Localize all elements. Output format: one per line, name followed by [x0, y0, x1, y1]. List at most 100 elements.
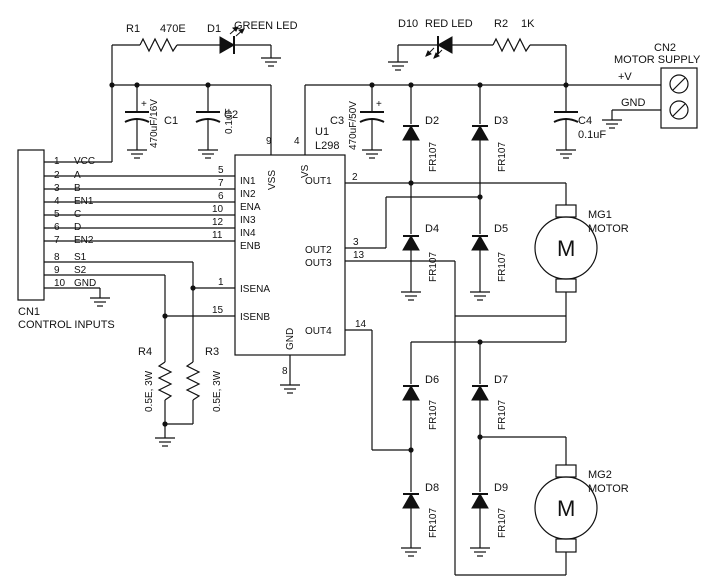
r1-value: 470E: [160, 23, 186, 35]
svg-text:2: 2: [352, 172, 358, 183]
d2-value: FR107: [428, 142, 439, 172]
r4-value: 0.5E, 3W: [144, 370, 155, 412]
mg1-ref: MG1: [588, 209, 612, 221]
c4-ref: C4: [578, 115, 592, 127]
svg-text:2: 2: [54, 170, 60, 181]
mg2-value: MOTOR: [588, 483, 629, 495]
u1-vs-label: VS: [300, 164, 311, 178]
c2-ref: C2: [224, 109, 238, 121]
d7-ref: D7: [494, 374, 508, 386]
u1-isena-label: ISENA: [240, 284, 270, 295]
u1-ena-label: ENA: [240, 202, 261, 213]
svg-text:+: +: [141, 99, 147, 110]
svg-text:M: M: [557, 496, 575, 521]
cn1-ref: CN1: [18, 306, 40, 318]
d6-value: FR107: [428, 400, 439, 430]
c4-value: 0.1uF: [578, 129, 606, 141]
svg-text:C: C: [74, 209, 81, 220]
svg-text:3: 3: [353, 237, 359, 248]
d5-ref: D5: [494, 223, 508, 235]
svg-text:EN2: EN2: [74, 235, 94, 246]
mg1-value: MOTOR: [588, 223, 629, 235]
d9-ref: D9: [494, 482, 508, 494]
svg-text:8: 8: [282, 366, 288, 377]
u1-ref: U1: [315, 126, 329, 138]
svg-text:1: 1: [218, 277, 224, 288]
u1-enb-label: ENB: [240, 241, 261, 252]
d2-ref: D2: [425, 115, 439, 127]
c1-value: 470uF/16V: [149, 99, 160, 148]
r1-ref: R1: [126, 23, 140, 35]
svg-text:14: 14: [355, 319, 367, 330]
svg-text:GND: GND: [74, 278, 96, 289]
c1-ref: C1: [164, 115, 178, 127]
u1-pin-vss: 9: [266, 136, 272, 147]
d1-ref: D1: [207, 23, 221, 35]
svg-text:3: 3: [54, 183, 60, 194]
u1-out3-label: OUT3: [305, 258, 332, 269]
svg-text:10: 10: [54, 278, 66, 289]
svg-text:5: 5: [54, 209, 60, 220]
c3-ref: C3: [330, 115, 344, 127]
svg-text:8: 8: [54, 252, 60, 263]
u1-in3-label: IN3: [240, 215, 256, 226]
svg-text:+: +: [376, 99, 382, 110]
svg-text:VCC: VCC: [74, 156, 95, 167]
svg-text:6: 6: [54, 222, 60, 233]
d10-ref: D10: [398, 18, 418, 30]
svg-text:S2: S2: [74, 265, 87, 276]
svg-text:10: 10: [212, 204, 224, 215]
u1-vss-label: VSS: [267, 170, 278, 190]
svg-text:11: 11: [212, 230, 223, 241]
u1-in2-label: IN2: [240, 189, 256, 200]
svg-text:6: 6: [218, 191, 224, 202]
motor-supply-connector-cn2: [660, 67, 698, 129]
u1-pin-vs: 4: [294, 136, 300, 147]
r2-value: 1K: [521, 18, 535, 30]
svg-text:4: 4: [54, 196, 60, 207]
d4-value: FR107: [428, 252, 439, 282]
svg-text:1: 1: [54, 156, 60, 167]
u1-isenb-label: ISENB: [240, 312, 270, 323]
svg-text:M: M: [557, 236, 575, 261]
c3-value: 470uF/50V: [348, 101, 359, 150]
control-inputs-connector-cn1: [17, 149, 45, 301]
u1-out4-label: OUT4: [305, 326, 332, 337]
d6-ref: D6: [425, 374, 439, 386]
r3-value: 0.5E, 3W: [212, 370, 223, 412]
d8-value: FR107: [428, 508, 439, 538]
svg-text:5: 5: [218, 165, 224, 176]
cn2-value: MOTOR SUPPLY: [614, 54, 701, 66]
svg-text:9: 9: [54, 265, 60, 276]
red-led-d10: [425, 36, 453, 59]
d4-ref: D4: [425, 223, 439, 235]
cn2-pin-gnd: GND: [621, 97, 646, 109]
svg-text:15: 15: [212, 305, 224, 316]
svg-text:13: 13: [353, 250, 365, 261]
u1-in1-label: IN1: [240, 176, 256, 187]
r2-ref: R2: [494, 18, 508, 30]
u1-out1-label: OUT1: [305, 176, 332, 187]
svg-text:12: 12: [212, 217, 224, 228]
svg-text:B: B: [74, 183, 81, 194]
r3-ref: R3: [205, 346, 219, 358]
svg-text:A: A: [74, 170, 81, 181]
d10-value: RED LED: [425, 18, 473, 30]
u1-in4-label: IN4: [240, 228, 256, 239]
d7-value: FR107: [497, 400, 508, 430]
c2-value: 0.1uF: [224, 108, 235, 134]
motor-mg2: M: [534, 464, 598, 553]
u1-value: L298: [315, 140, 339, 152]
svg-text:7: 7: [218, 178, 224, 189]
u1-gnd-label: GND: [285, 328, 296, 350]
d1-value: GREEN LED: [234, 20, 298, 32]
d5-value: FR107: [497, 252, 508, 282]
r4-ref: R4: [138, 346, 152, 358]
motor-mg1: M: [534, 204, 598, 293]
d8-ref: D8: [425, 482, 439, 494]
svg-text:EN1: EN1: [74, 196, 94, 207]
svg-text:S1: S1: [74, 252, 87, 263]
mg2-ref: MG2: [588, 469, 612, 481]
d9-value: FR107: [497, 508, 508, 538]
